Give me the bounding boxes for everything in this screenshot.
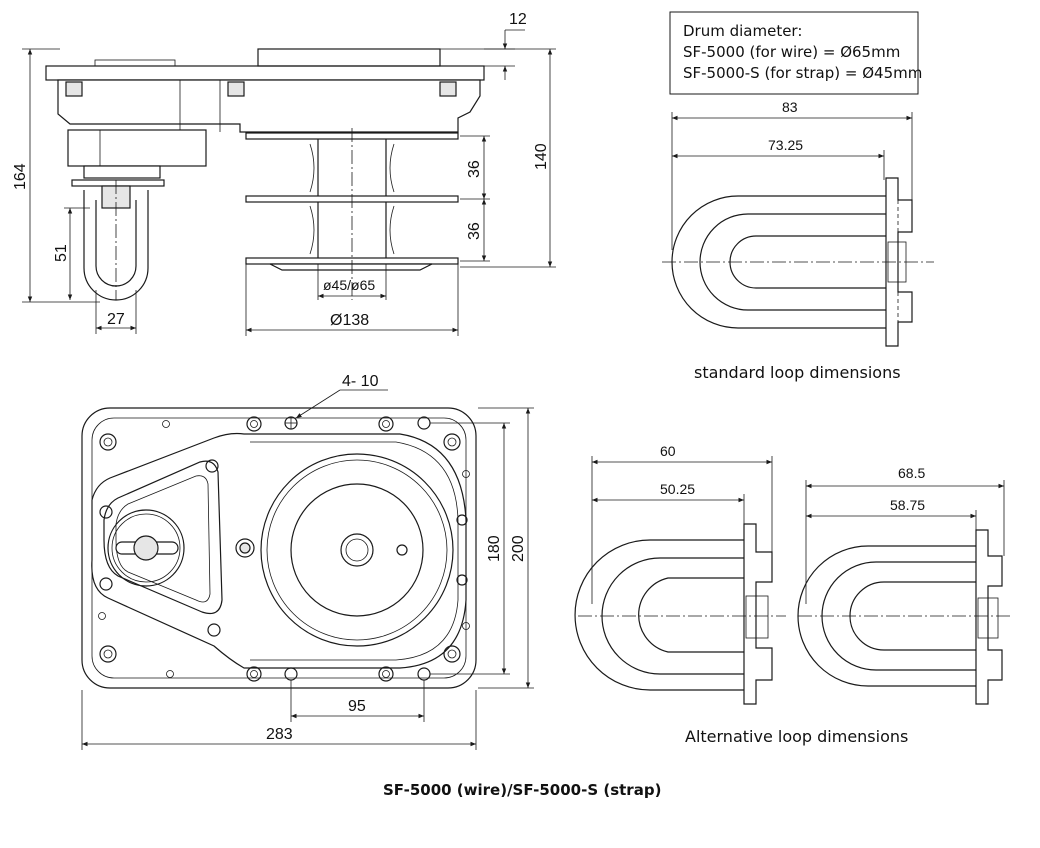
standard-loop-caption: standard loop dimensions [694, 363, 901, 382]
dim-140: 140 [533, 143, 550, 170]
mounting-bolts [99, 416, 468, 682]
side-view: 12 140 36 36 164 51 27 ø45/ø65 [12, 11, 556, 336]
dim-holes: 4- 10 [342, 373, 379, 390]
note-heading: Drum diameter: [683, 22, 802, 40]
dim-73-25: 73.25 [768, 137, 803, 153]
dim-283: 283 [266, 726, 293, 743]
dim-36-lower: 36 [466, 222, 483, 240]
alternative-loop-right: 68.5 58.75 [797, 465, 1012, 705]
dim-180: 180 [486, 535, 503, 562]
dim-164: 164 [12, 163, 29, 190]
dim-58-75: 58.75 [890, 497, 925, 513]
alternative-loop-caption: Alternative loop dimensions [685, 727, 908, 746]
dim-12: 12 [509, 11, 527, 28]
alternative-loop-left: 60 50.25 [574, 443, 786, 705]
dim-50-25: 50.25 [660, 481, 695, 497]
drum-diameter-note: Drum diameter: SF-5000 (for wire) = Ø65m… [669, 11, 922, 95]
dim-83: 83 [782, 99, 798, 115]
dim-60: 60 [660, 443, 676, 459]
dim-95: 95 [348, 698, 366, 715]
top-view: 4- 10 180 200 95 283 [81, 373, 534, 750]
dim-51: 51 [53, 244, 70, 262]
dim-drum-diameter: ø45/ø65 [323, 277, 375, 293]
note-wire-line: SF-5000 (for wire) = Ø65mm [683, 43, 900, 61]
dim-200: 200 [510, 535, 527, 562]
standard-loop-drawing: 83 73.25 standard loop dimensions [662, 99, 934, 382]
dim-27: 27 [107, 311, 125, 328]
dim-36-upper: 36 [466, 160, 483, 178]
dim-68-5: 68.5 [898, 465, 925, 481]
dim-flange-diameter: Ø138 [330, 312, 369, 329]
note-strap-line: SF-5000-S (for strap) = Ø45mm [683, 64, 922, 82]
drawing-title: SF-5000 (wire)/SF-5000-S (strap) [383, 781, 661, 799]
